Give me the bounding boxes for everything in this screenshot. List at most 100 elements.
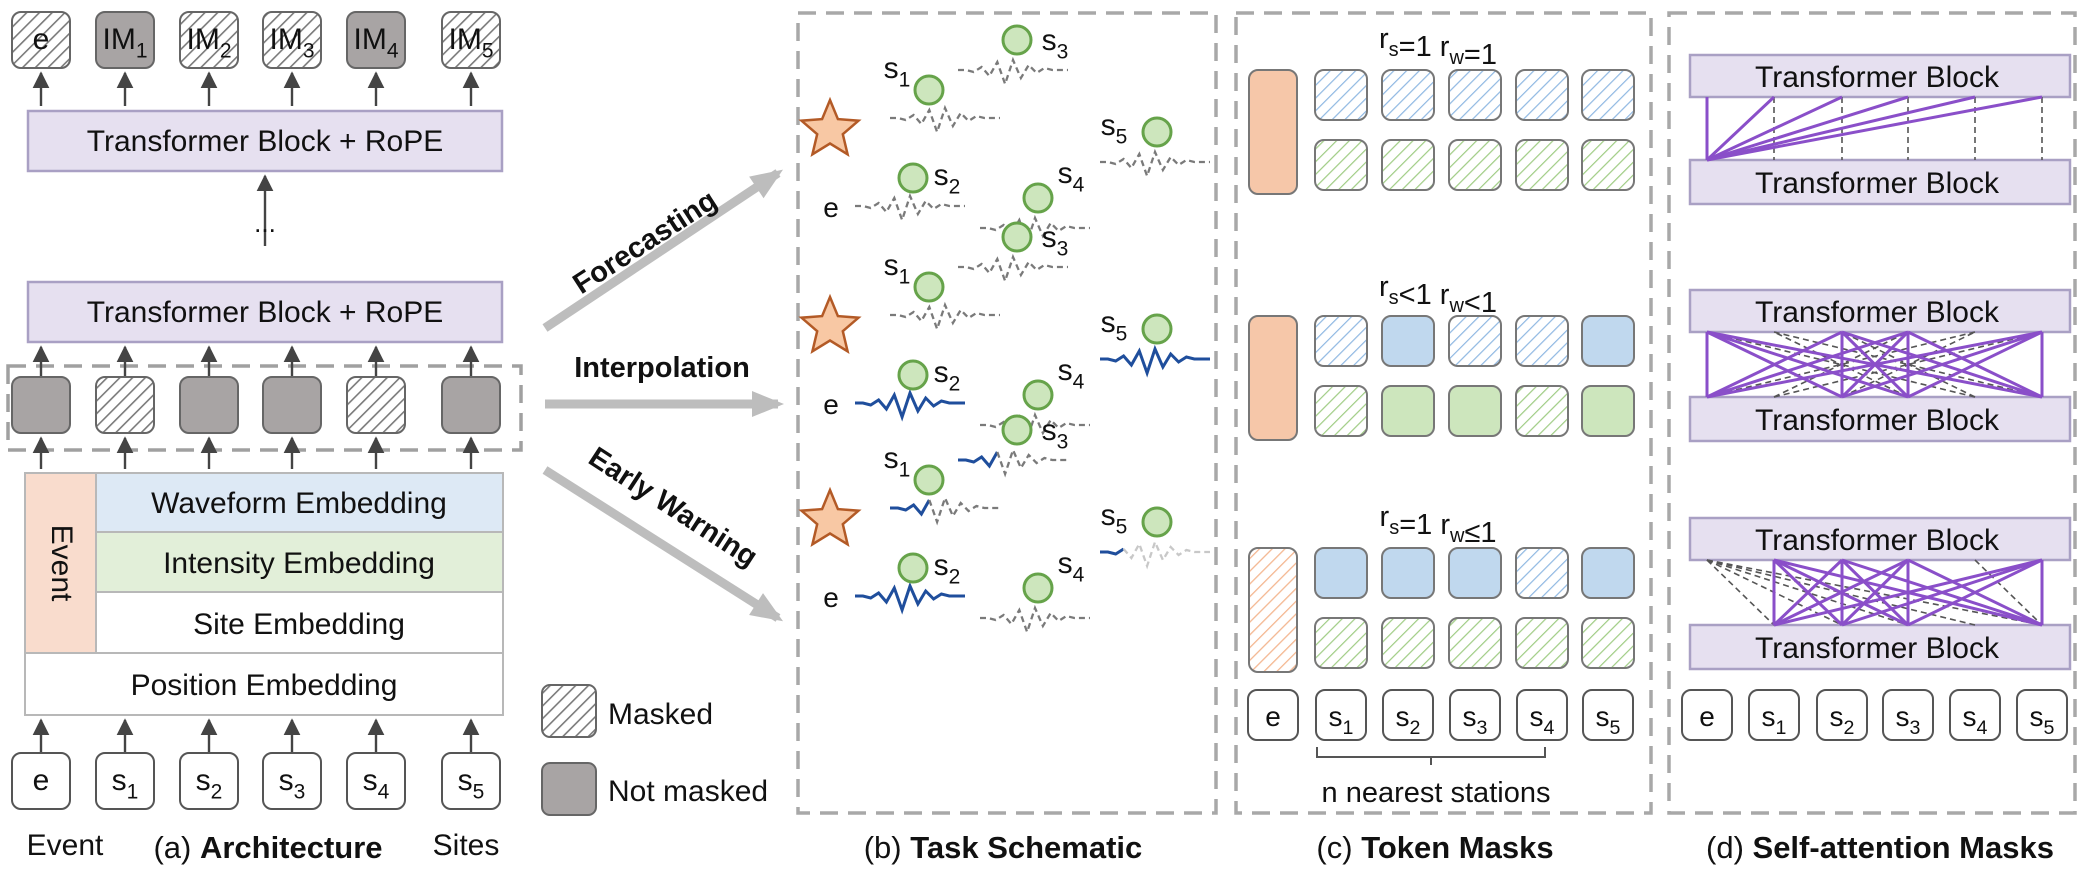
- attention-edge-active: [1841, 330, 2043, 399]
- site-embedding: [95, 591, 504, 654]
- attention-token-label: s1: [1762, 701, 1787, 739]
- mask-ratio-header: rs<1 rw<1: [1379, 271, 1497, 319]
- attention-token-box: [1681, 689, 1733, 741]
- attention-block-lower-label: Transformer Block: [1755, 632, 2000, 665]
- attention-edge-masked: [1773, 331, 2043, 398]
- station-3-marker: [1001, 221, 1033, 253]
- output-token-label: e: [33, 23, 50, 56]
- input-token-label: s4: [363, 764, 390, 803]
- waveform-future: [996, 446, 1068, 478]
- attention-edge-active: [1706, 95, 1976, 162]
- intensity-embedding: [95, 531, 504, 593]
- input-token-label: s1: [112, 764, 139, 803]
- caption-c: (c) Token Masks: [1316, 830, 1553, 865]
- waveform-embedding: [95, 472, 504, 533]
- mid-token: [179, 376, 239, 434]
- waveform-observed: [1100, 344, 1210, 378]
- intensity-token-mask: [1381, 617, 1435, 669]
- intensity-token-mask: [1515, 617, 1569, 669]
- mid-token: [346, 376, 406, 434]
- attention-edge-active: [1773, 558, 2043, 627]
- attention-token-box: [1816, 689, 1868, 741]
- waveform-pending: [1122, 538, 1210, 570]
- intensity-token-mask: [1515, 139, 1569, 191]
- intensity-token-mask: [1381, 385, 1435, 437]
- waveform-token-mask: [1381, 69, 1435, 121]
- attention-block-lower-label: Transformer Block: [1755, 404, 2000, 437]
- station-2-label: s2: [934, 159, 961, 198]
- waveform-observed: [958, 451, 999, 469]
- station-2-marker: [897, 162, 929, 194]
- transformer-block-bottom-label: Transformer Block + RoPE: [87, 296, 444, 329]
- output-token-label: IM1: [102, 23, 147, 62]
- attention-block-upper: [1688, 288, 2072, 334]
- attention-edge-active: [1907, 558, 2043, 627]
- token-label: s2: [1396, 701, 1421, 739]
- transformer-block-top: [26, 109, 504, 173]
- output-token-label: IM5: [448, 23, 493, 62]
- output-token: [262, 11, 322, 69]
- input-token: [95, 752, 155, 810]
- attention-edge-masked: [1706, 559, 1976, 626]
- event-embedding-label: Event: [45, 525, 78, 602]
- waveform: [958, 253, 1068, 285]
- attention-edge-active: [1773, 558, 1909, 627]
- attention-block-upper: [1688, 53, 2072, 99]
- station-1-label: s1: [884, 249, 911, 288]
- station-2-label: s2: [934, 549, 961, 588]
- attention-token-label: s2: [1830, 701, 1855, 739]
- event-token-mask: [1248, 547, 1298, 673]
- mid-token: [11, 376, 71, 434]
- station-1-marker: [913, 271, 945, 303]
- station-5-marker: [1141, 116, 1173, 148]
- legend-masked-swatch: [541, 684, 597, 738]
- station-1-marker: [913, 464, 945, 496]
- station-3-marker: [1001, 414, 1033, 446]
- event-token-mask: [1248, 69, 1298, 195]
- site-embedding-label: Site Embedding: [193, 608, 405, 641]
- event-star: [798, 96, 862, 157]
- attention-edge-active: [1772, 558, 1844, 627]
- attention-block-upper-label: Transformer Block: [1755, 61, 2000, 94]
- attention-token-box: [1882, 689, 1934, 741]
- waveform-token-mask: [1581, 69, 1635, 121]
- mask-ratio-header: rs=1 rw≤1: [1380, 501, 1497, 549]
- legend-not-masked-label: Not masked: [608, 775, 768, 808]
- station-2-label: s2: [934, 356, 961, 395]
- attention-block-lower-label: Transformer Block: [1755, 167, 2000, 200]
- input-token: [262, 752, 322, 810]
- waveform-token-mask: [1581, 315, 1635, 367]
- intensity-token-mask: [1448, 139, 1502, 191]
- station-5-label: s5: [1101, 499, 1128, 538]
- waveform: [855, 192, 965, 224]
- token-masks-frame: [1234, 11, 1653, 815]
- waveform-token-mask: [1314, 315, 1368, 367]
- intensity-token-mask: [1314, 139, 1368, 191]
- input-token-label: s5: [458, 764, 485, 803]
- position-embedding: [24, 652, 504, 716]
- nearest-stations-label: n nearest stations: [1322, 777, 1551, 809]
- waveform: [1100, 148, 1210, 180]
- station-3-label: s3: [1042, 24, 1069, 63]
- input-token: [441, 752, 501, 810]
- attention-edge-active: [1706, 95, 1843, 162]
- attention-edge-active: [1706, 330, 2043, 399]
- attention-token-label: s5: [2030, 701, 2055, 739]
- event-star: [798, 486, 862, 547]
- waveform: [980, 214, 1090, 246]
- attention-edge-active: [1706, 95, 1909, 162]
- waveform-token-mask: [1515, 547, 1569, 599]
- ellipsis: ...: [254, 208, 276, 238]
- token-label: s5: [1596, 701, 1621, 739]
- forecasting-arrow-head: [749, 169, 783, 199]
- attention-block-lower: [1688, 158, 2072, 206]
- waveform-token-mask: [1581, 547, 1635, 599]
- station-5-marker: [1141, 506, 1173, 538]
- station-4-label: s4: [1058, 157, 1085, 196]
- station-5-marker: [1141, 313, 1173, 345]
- output-token: [346, 11, 406, 69]
